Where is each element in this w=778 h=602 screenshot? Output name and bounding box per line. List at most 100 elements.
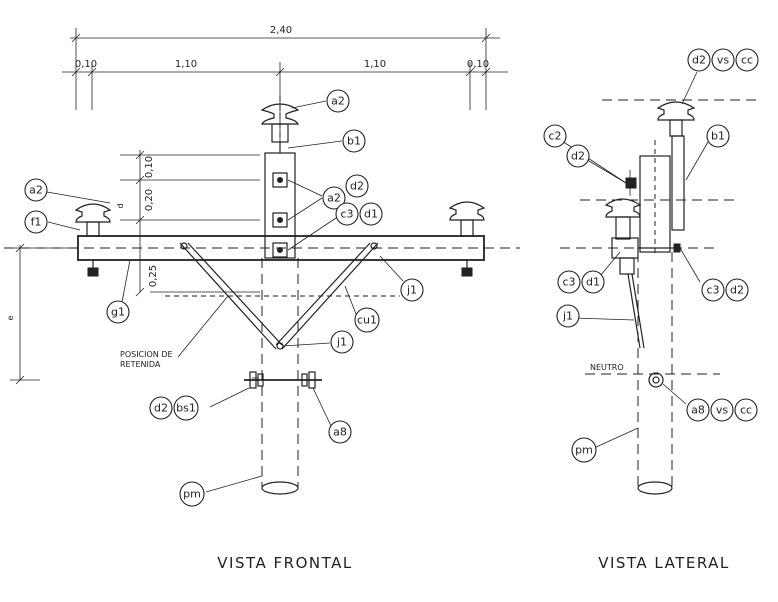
crossarm-braces bbox=[165, 242, 400, 350]
callout-side-j1: j1 bbox=[556, 304, 580, 328]
vertical-dimensions: 0,10 0,20 0,25 d e bbox=[6, 150, 260, 385]
guy-bolt-assembly bbox=[244, 371, 322, 389]
svg-text:b1: b1 bbox=[347, 135, 361, 148]
callout-front-d2-low: d2 bbox=[149, 396, 173, 420]
svg-text:j1: j1 bbox=[406, 284, 417, 297]
side-mid-insulator bbox=[604, 170, 642, 240]
callout-front-a2-left: a2 bbox=[24, 178, 48, 202]
side-guy-bolt bbox=[648, 372, 664, 388]
svg-text:d2: d2 bbox=[730, 284, 744, 297]
svg-text:j1: j1 bbox=[562, 310, 573, 323]
callout-front-j1-right: j1 bbox=[400, 278, 424, 302]
side-view-title: VISTA LATERAL bbox=[598, 554, 730, 572]
svg-text:vs: vs bbox=[716, 404, 729, 417]
front-crossarm bbox=[4, 235, 520, 261]
front-pole bbox=[261, 96, 299, 495]
svg-text:pm: pm bbox=[183, 488, 201, 501]
callout-side-a8: a8 bbox=[686, 398, 710, 422]
side-top-insulator bbox=[656, 101, 696, 231]
callout-front-a2-mid: a2 bbox=[322, 186, 346, 210]
dim-v-010: 0,10 bbox=[144, 156, 155, 178]
callout-side-d2-left: d2 bbox=[566, 144, 590, 168]
callout-front-b1: b1 bbox=[342, 129, 366, 153]
svg-text:d1: d1 bbox=[364, 208, 378, 221]
svg-text:a8: a8 bbox=[691, 404, 705, 417]
dim-left-span: 1,10 bbox=[175, 59, 197, 70]
dim-right-edge: 0,10 bbox=[467, 59, 489, 70]
callout-side-vs-low: vs bbox=[710, 398, 734, 422]
callout-front-a8: a8 bbox=[328, 420, 352, 444]
dim-left-edge: 0,10 bbox=[75, 59, 97, 70]
left-insulator bbox=[74, 203, 112, 277]
svg-text:d2: d2 bbox=[350, 180, 364, 193]
callout-side-vs-top: vs bbox=[711, 48, 735, 72]
svg-text:d2: d2 bbox=[571, 150, 585, 163]
callout-side-d1-left: d1 bbox=[581, 270, 605, 294]
dim-v-small: d bbox=[116, 203, 125, 208]
dim-v-side: e bbox=[6, 315, 15, 320]
callout-front-c3: c3 bbox=[335, 202, 359, 226]
callout-front-g1: g1 bbox=[106, 300, 130, 324]
svg-text:b1: b1 bbox=[711, 130, 725, 143]
svg-text:d2: d2 bbox=[154, 402, 168, 415]
svg-text:a2: a2 bbox=[331, 95, 345, 108]
pole-head-bracket bbox=[264, 152, 296, 259]
retenida-label-line1: POSICION DE bbox=[120, 350, 173, 359]
side-callouts: d2 vs cc b1 c2 d2 c3 d1 c3 d2 j1 a8 vs c… bbox=[543, 48, 759, 463]
svg-text:cu1: cu1 bbox=[357, 314, 377, 327]
dim-right-span: 1,10 bbox=[364, 59, 386, 70]
svg-text:j1: j1 bbox=[336, 336, 347, 349]
side-leaders bbox=[561, 71, 709, 449]
svg-text:c3: c3 bbox=[562, 276, 575, 289]
svg-text:pm: pm bbox=[575, 444, 593, 457]
front-view-title: VISTA FRONTAL bbox=[217, 554, 352, 572]
callout-front-f1: f1 bbox=[24, 210, 48, 234]
svg-text:c3: c3 bbox=[340, 208, 353, 221]
side-view: NEUTRO d2 vs cc b1 c2 d2 c3 d1 c3 d2 j1 … bbox=[543, 48, 760, 572]
svg-text:vs: vs bbox=[717, 54, 730, 67]
side-crossarm bbox=[611, 237, 681, 349]
callout-side-b1: b1 bbox=[706, 124, 730, 148]
callout-side-d2-top: d2 bbox=[687, 48, 711, 72]
callout-side-pm: pm bbox=[571, 437, 597, 463]
callout-side-cc-top: cc bbox=[735, 48, 759, 72]
callout-side-cc-low: cc bbox=[734, 398, 758, 422]
svg-text:a2: a2 bbox=[29, 184, 43, 197]
svg-text:d1: d1 bbox=[586, 276, 600, 289]
svg-text:c3: c3 bbox=[706, 284, 719, 297]
svg-text:c2: c2 bbox=[548, 130, 561, 143]
pole-head-bolts bbox=[272, 172, 288, 258]
front-view: 2,40 0,10 1,10 1,10 0,10 0,10 0,20 0,25 … bbox=[4, 25, 520, 572]
neutro-label: NEUTRO bbox=[590, 363, 624, 372]
callout-side-c3-left: c3 bbox=[557, 270, 581, 294]
svg-text:g1: g1 bbox=[111, 306, 125, 319]
callout-front-bs1: bs1 bbox=[173, 395, 199, 421]
callout-side-c3-right: c3 bbox=[701, 278, 725, 302]
callout-front-a2-top: a2 bbox=[326, 89, 350, 113]
callout-front-d2: d2 bbox=[345, 174, 369, 198]
callout-front-cu1: cu1 bbox=[354, 307, 380, 333]
svg-text:d2: d2 bbox=[692, 54, 706, 67]
top-insulator bbox=[260, 103, 300, 153]
front-leaders bbox=[46, 100, 404, 493]
svg-text:a8: a8 bbox=[333, 426, 347, 439]
callout-front-j1-bottom: j1 bbox=[330, 330, 354, 354]
svg-text:cc: cc bbox=[740, 404, 752, 417]
callout-front-pm: pm bbox=[179, 481, 205, 507]
side-pole bbox=[637, 140, 673, 495]
retenida-label-line2: RETENIDA bbox=[120, 360, 161, 369]
dim-total: 2,40 bbox=[270, 25, 292, 36]
svg-text:a2: a2 bbox=[327, 192, 341, 205]
right-insulator bbox=[448, 201, 486, 277]
dim-v-020: 0,20 bbox=[144, 189, 155, 211]
callout-side-d2-right: d2 bbox=[725, 278, 749, 302]
svg-text:cc: cc bbox=[741, 54, 753, 67]
dim-v-025: 0,25 bbox=[148, 265, 159, 287]
callout-front-d1: d1 bbox=[359, 202, 383, 226]
side-guides bbox=[560, 99, 760, 375]
svg-text:bs1: bs1 bbox=[176, 402, 196, 415]
front-callouts: a2 b1 d2 a2 c3 d1 a2 f1 g1 j1 cu1 j1 d2 … bbox=[24, 89, 424, 507]
top-dimensions: 2,40 0,10 1,10 1,10 0,10 bbox=[62, 25, 508, 150]
callout-side-c2: c2 bbox=[543, 124, 567, 148]
